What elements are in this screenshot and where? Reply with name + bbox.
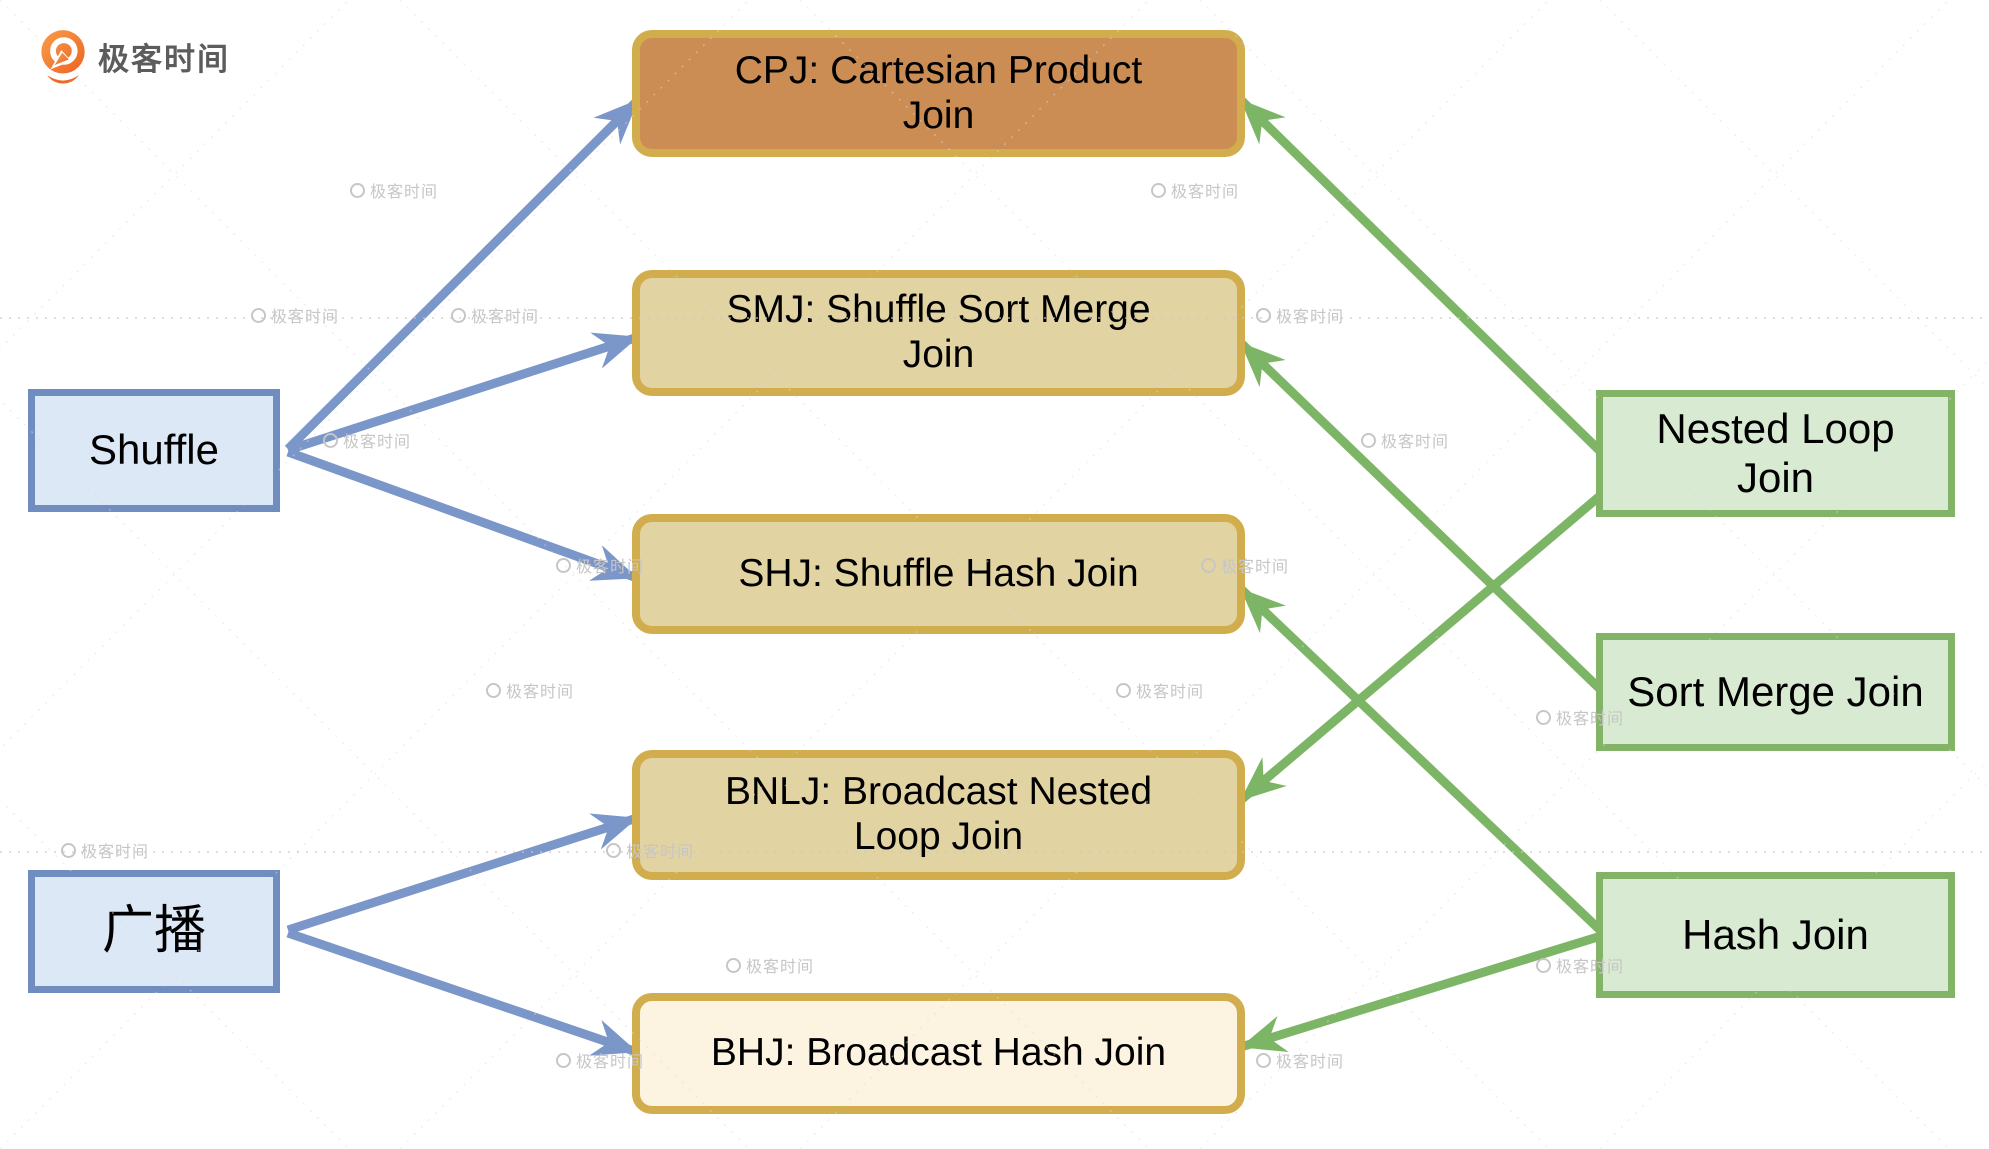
- geektime-logo-icon: [41, 30, 85, 84]
- node-label: Nested Loop Join: [1656, 405, 1895, 501]
- node-label: BHJ: Broadcast Hash Join: [710, 1031, 1167, 1075]
- brand-logo-text: 极客时间: [98, 41, 230, 77]
- node-label: CPJ: Cartesian Product Join: [734, 48, 1143, 137]
- node-cartesian-product-join: CPJ: Cartesian Product Join: [632, 30, 1245, 157]
- node-sort-merge-join: Sort Merge Join: [1596, 633, 1955, 751]
- node-shuffle-hash-join: SHJ: Shuffle Hash Join: [632, 514, 1245, 634]
- node-label: SHJ: Shuffle Hash Join: [738, 551, 1139, 595]
- node-label: Shuffle: [89, 426, 219, 474]
- node-shuffle: Shuffle: [28, 389, 280, 512]
- node-hash-join: Hash Join: [1596, 872, 1955, 998]
- node-label: Hash Join: [1682, 910, 1869, 958]
- node-nested-loop-join: Nested Loop Join: [1596, 390, 1955, 517]
- node-broadcast: 广播: [28, 870, 280, 993]
- brand-logo: 极客时间: [38, 28, 230, 84]
- node-label: BNLJ: Broadcast Nested Loop Join: [724, 770, 1153, 858]
- node-label: 广播: [101, 901, 206, 960]
- node-shuffle-sort-merge-join: SMJ: Shuffle Sort Merge Join: [632, 270, 1245, 396]
- node-label: SMJ: Shuffle Sort Merge Join: [726, 288, 1151, 376]
- node-broadcast-hash-join: BHJ: Broadcast Hash Join: [632, 993, 1245, 1114]
- node-broadcast-nested-loop-join: BNLJ: Broadcast Nested Loop Join: [632, 750, 1245, 880]
- node-label: Sort Merge Join: [1627, 667, 1924, 715]
